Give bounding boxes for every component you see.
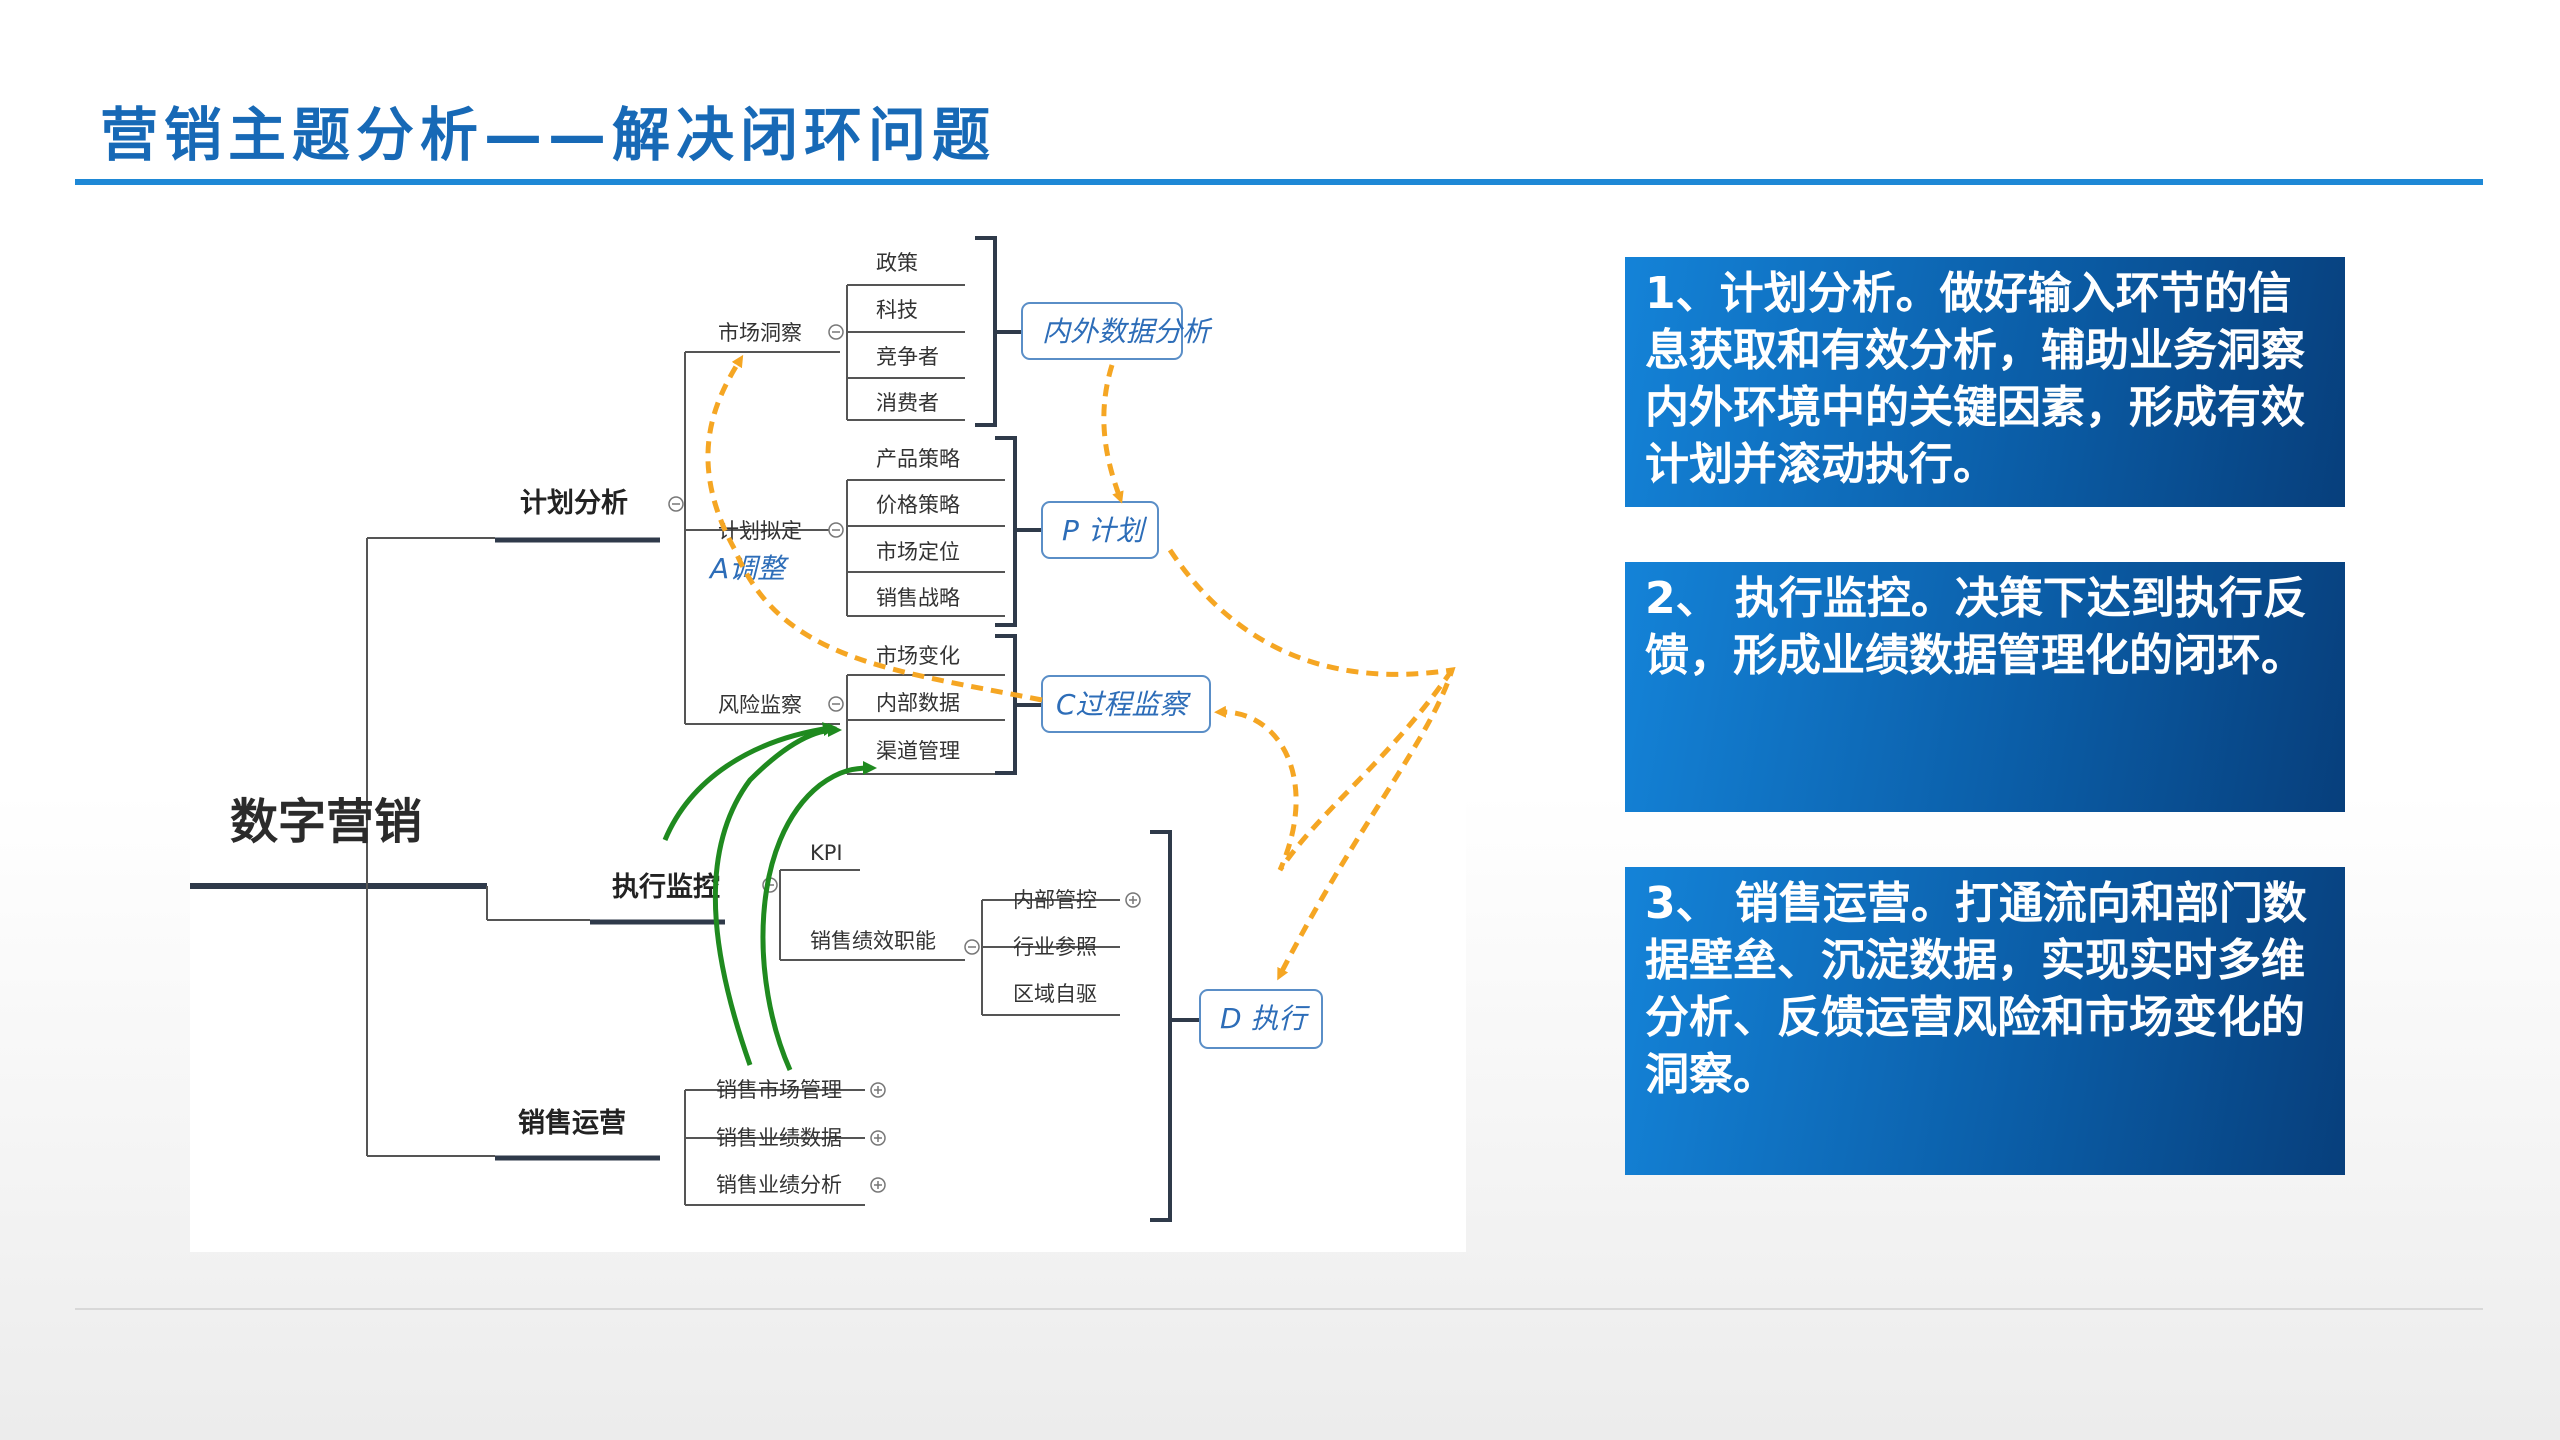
mindmap-diagram: 数字营销 计划分析 执行监控 销售运营 市场洞察 计划拟定 风险监察 政策 科技… xyxy=(190,220,1466,1252)
callout-data-analysis: 内外数据分析 xyxy=(1021,302,1213,360)
svg-text:C过程监察: C过程监察 xyxy=(1056,688,1192,721)
info-box-plan-analysis: 1、计划分析。做好输入环节的信息获取和有效分析，辅助业务洞察内外环境中的关键因素… xyxy=(1625,257,2345,507)
leaf-regional-drive: 区域自驱 xyxy=(1013,982,1097,1006)
svg-text:内外数据分析: 内外数据分析 xyxy=(1042,315,1213,348)
node-market-insight: 市场洞察 xyxy=(718,321,802,345)
leaf-internal-data: 内部数据 xyxy=(876,691,960,715)
leaf-tech: 科技 xyxy=(876,298,918,322)
collapse-markers xyxy=(668,324,1141,1193)
node-risk-monitor: 风险监察 xyxy=(718,693,802,717)
leaf-market-change: 市场变化 xyxy=(876,644,960,668)
svg-text:P 计划: P 计划 xyxy=(1062,514,1148,547)
tree-lines xyxy=(190,284,1120,1206)
leaf-product-strategy: 产品策略 xyxy=(876,447,960,471)
info-box-exec-monitor: 2、 执行监控。决策下达到执行反馈，形成业绩数据管理化的闭环。 xyxy=(1625,562,2345,812)
node-kpi: KPI xyxy=(810,841,843,865)
callout-check: C过程监察 xyxy=(1041,675,1211,733)
leaf-market-position: 市场定位 xyxy=(876,540,960,564)
root-node: 数字营销 xyxy=(230,794,422,850)
leaf-consumer: 消费者 xyxy=(876,391,939,415)
group-brackets xyxy=(975,236,1200,1222)
node-sales-perf: 销售绩效职能 xyxy=(810,929,936,953)
leaf-industry-ref: 行业参照 xyxy=(1013,935,1097,959)
branch-plan: 计划分析 xyxy=(520,488,628,519)
title-divider xyxy=(75,179,2483,185)
footer-divider xyxy=(75,1308,2483,1310)
leaf-channel-mgmt: 渠道管理 xyxy=(876,739,960,763)
svg-text:D 执行: D 执行 xyxy=(1220,1002,1310,1035)
leaf-internal-control: 内部管控 xyxy=(1013,888,1097,912)
leaf-policy: 政策 xyxy=(876,251,918,275)
leaf-sales-perf-analysis: 销售业绩分析 xyxy=(716,1173,842,1197)
pdca-dashed-arrows xyxy=(705,354,1456,981)
info-box-sales-ops: 3、 销售运营。打通流向和部门数据壁垒、沉淀数据，实现实时多维分析、反馈运营风险… xyxy=(1625,867,2345,1175)
leaf-price-strategy: 价格策略 xyxy=(876,493,960,517)
branch-sales: 销售运营 xyxy=(518,1107,626,1139)
leaf-sales-market-mgmt: 销售市场管理 xyxy=(716,1078,842,1102)
leaf-competitor: 竞争者 xyxy=(876,345,939,369)
branch-exec: 执行监控 xyxy=(612,871,720,903)
callout-do: D 执行 xyxy=(1199,989,1323,1049)
mindmap-svg: 数字营销 计划分析 执行监控 销售运营 市场洞察 计划拟定 风险监察 政策 科技… xyxy=(190,236,1456,1222)
leaf-sales-perf-data: 销售业绩数据 xyxy=(716,1126,842,1150)
leaf-sales-strategy: 销售战略 xyxy=(876,586,960,610)
callout-plan: P 计划 xyxy=(1041,501,1159,559)
slide-title: 营销主题分析——解决闭环问题 xyxy=(100,101,997,169)
green-arrows xyxy=(662,722,877,1072)
